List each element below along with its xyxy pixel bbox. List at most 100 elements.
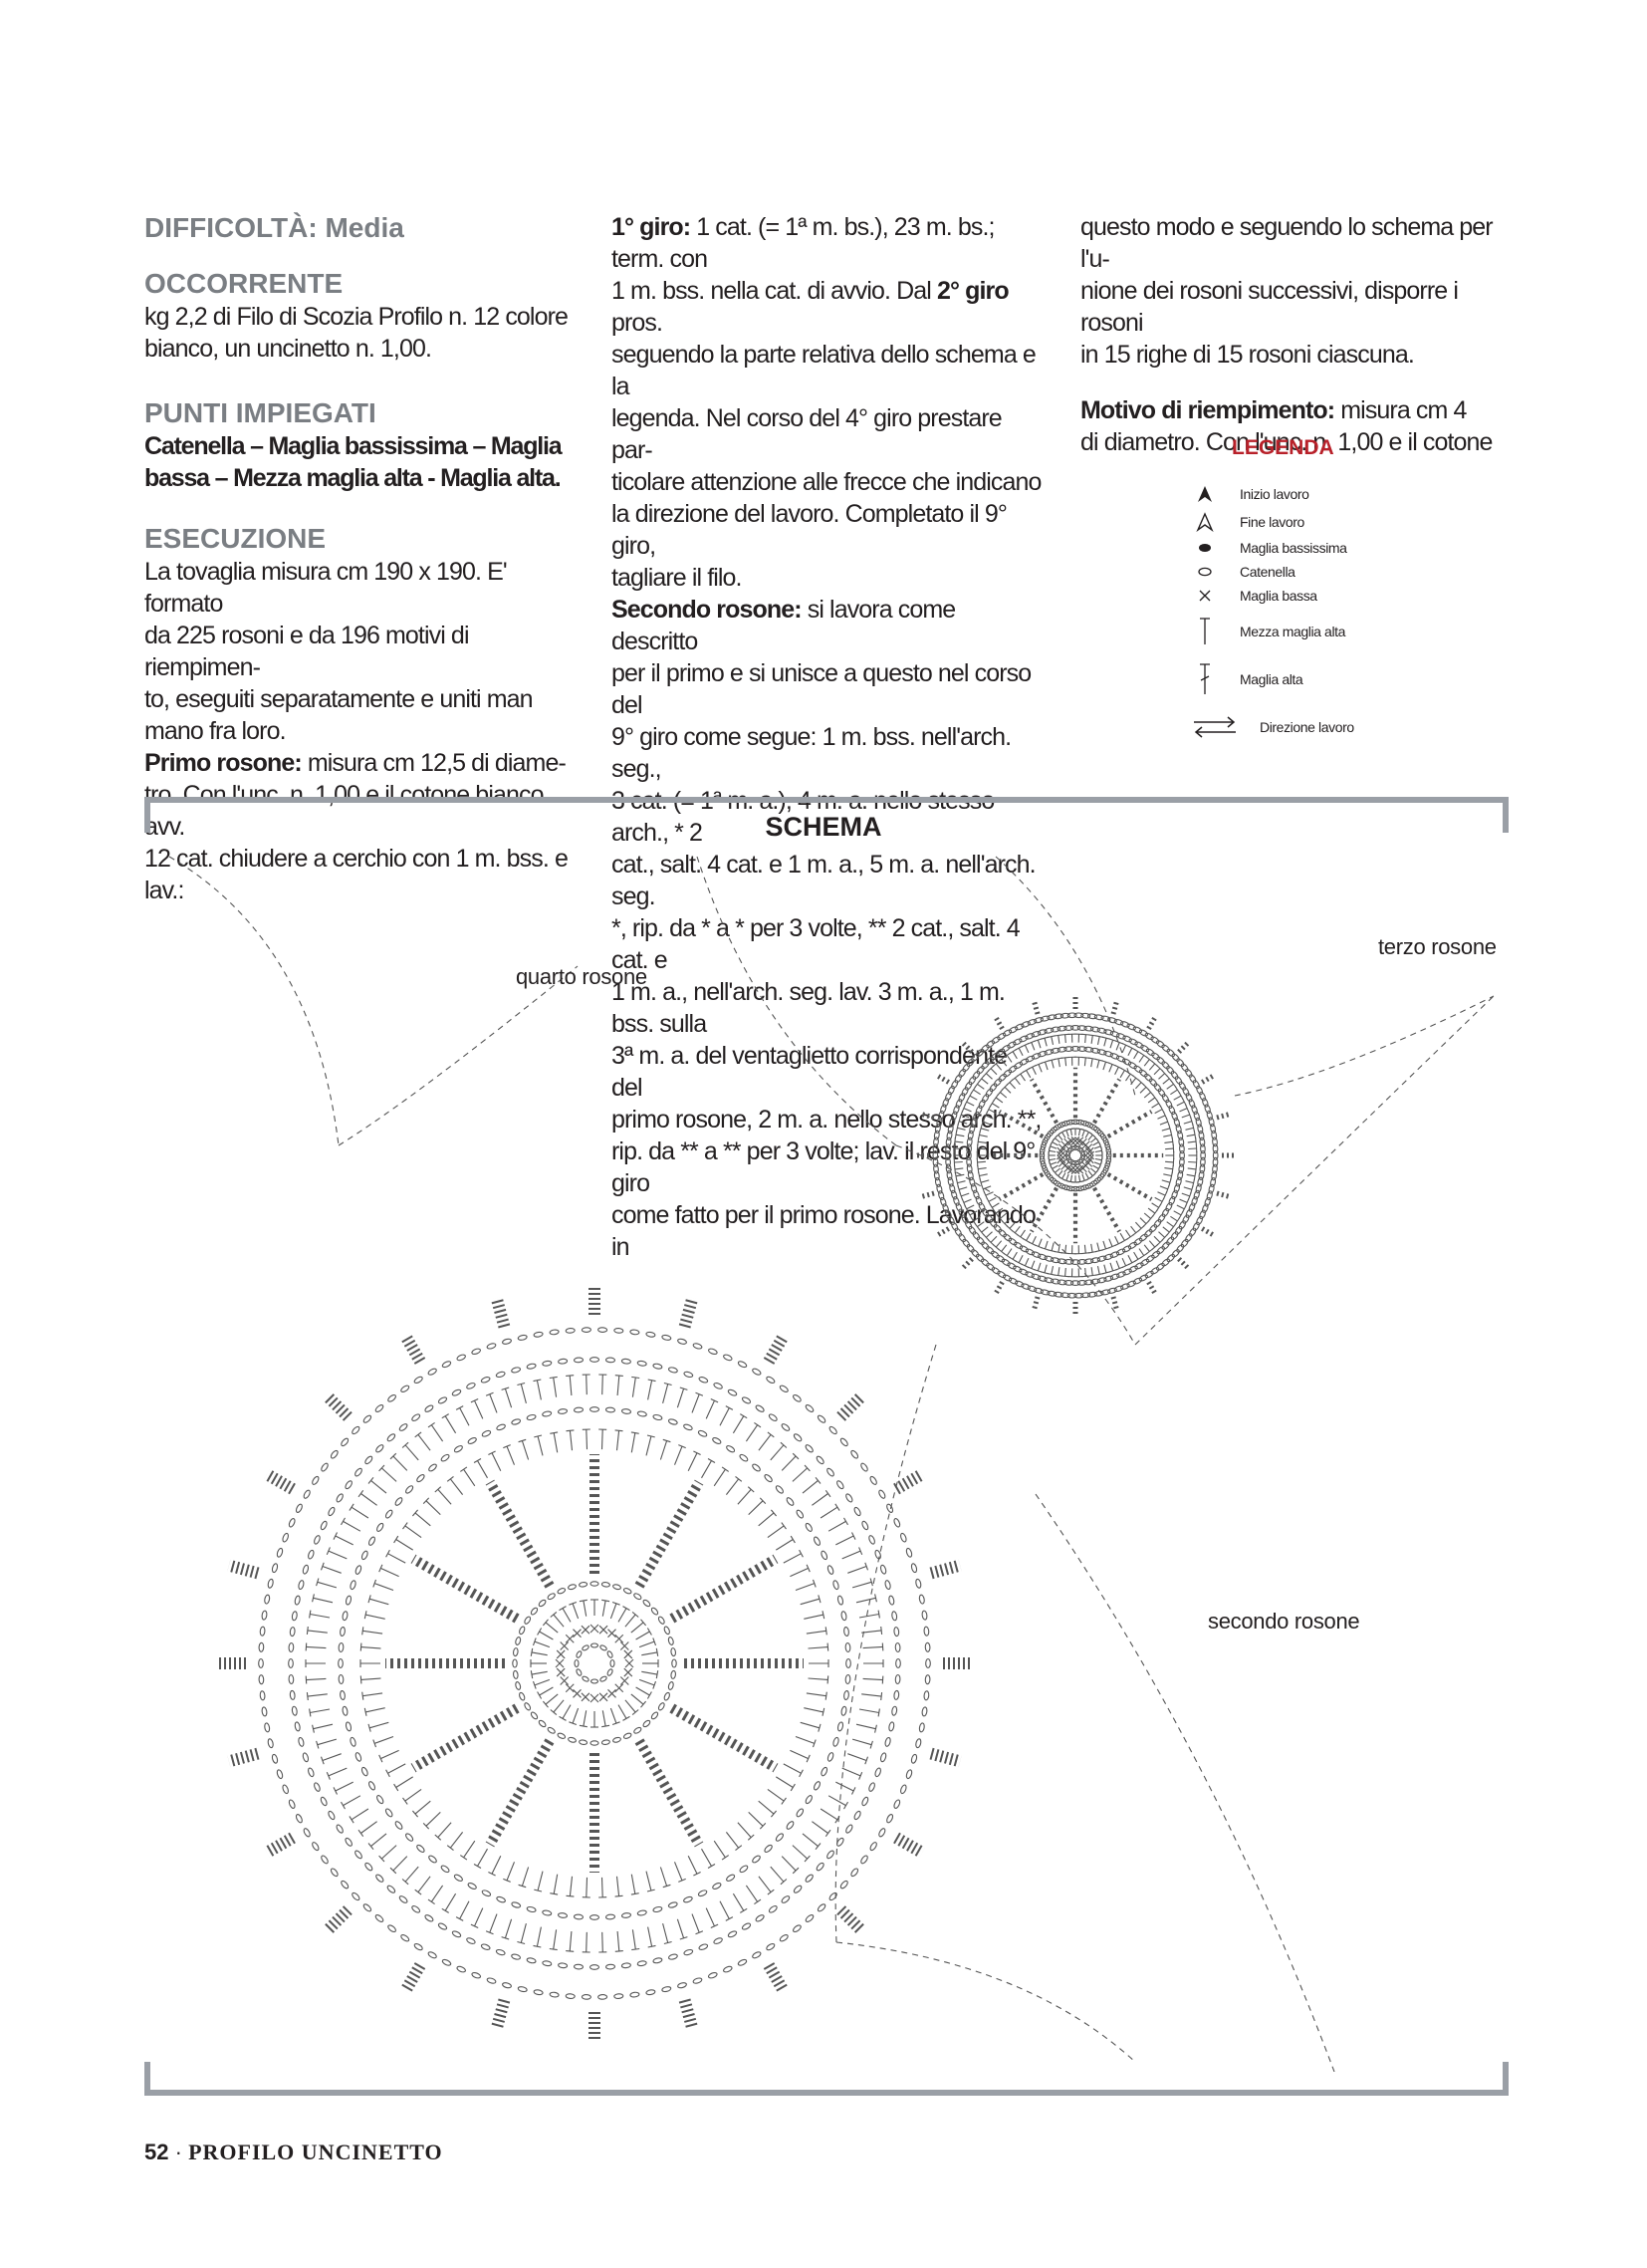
stitch-top [569,1721,578,1726]
stitch-top [1006,1225,1014,1232]
chain-stitch [1078,1147,1085,1155]
chain-stitch [341,1880,350,1890]
chain-stitch [966,1143,972,1154]
stitch-top [1162,1111,1168,1120]
stitch-post [360,1646,381,1649]
stitch-post [980,1179,990,1183]
chain-stitch [900,1532,907,1543]
stitch-top [790,1783,796,1792]
stitch-top [693,1450,701,1455]
chain-stitch [604,1963,616,1970]
chain-stitch [440,1453,450,1462]
stitch-top [1041,1060,1050,1064]
stitch-post [489,1393,498,1413]
chain-stitch [511,1953,522,1960]
stitch-post [1147,1207,1156,1214]
stitch-post [1094,1149,1102,1153]
stitch-post [1103,1264,1107,1273]
stitch-post [725,1832,740,1849]
stitch-post [1151,1202,1159,1208]
chain-stitch [832,1580,839,1591]
chain-stitch [1192,1221,1200,1231]
petal-stitches [1092,1186,1121,1233]
stitch-top [678,1878,686,1883]
stitch-top [747,1486,755,1493]
chain-stitch [836,1837,844,1847]
stitch-top [806,1564,811,1573]
stitch-post [370,1833,387,1848]
stitch-top [1120,1238,1129,1243]
stitch-top [815,1476,822,1484]
chain-stitch [302,1564,310,1575]
chain-stitch [954,1074,962,1084]
stitch-post [1004,1087,1012,1094]
secondo-rosone-label: Secondo rosone: [611,596,803,624]
text-line: 9° giro come segue: 1 m. bss. nell'arch.… [611,723,1012,783]
stitch-top [488,1450,496,1455]
chain-stitch [620,1912,632,1918]
stitch-post [713,1468,726,1487]
stitch-top [1108,1038,1117,1042]
stitch-top [434,1486,442,1493]
chain-stitch [1185,1208,1193,1218]
stitch-top [824,1691,827,1700]
chain-stitch [1067,1145,1075,1152]
chain-stitch [428,1855,437,1864]
stitch-top [1011,1229,1019,1236]
chain-stitch [530,1711,539,1720]
chain-stitch [844,1641,851,1653]
stitch-post [969,1210,978,1216]
chain-stitch [1015,1280,1025,1288]
text-line: legenda. Nel corso del 4° giro prestare … [611,404,1003,464]
stitch-top [874,1594,877,1603]
frame-bottom [144,2090,1509,2096]
stitch-top [305,1675,308,1684]
stitch-top [309,1610,312,1619]
chain-stitch [884,1736,891,1747]
stitch-top [1178,1211,1184,1219]
chain-stitch [1096,1027,1107,1034]
single-crochet-mark [619,1676,629,1685]
chain-stitch [1126,1023,1136,1031]
text-line: cat., salt. 4 cat. e 1 m. a., 5 m. a. ne… [611,851,1037,910]
chain-stitch [938,1110,945,1121]
chain-stitch [308,1549,315,1560]
fan-stitches [1201,1226,1215,1237]
chain-stitch [1128,1265,1138,1273]
stitch-top [532,1680,537,1689]
stitch-top [559,1715,567,1721]
text-line: *, rip. da * a * per 3 volte, ** 2 cat.,… [611,914,1021,974]
chain-stitch [1109,1251,1120,1258]
stitch-top [695,1391,704,1396]
stitch-top [566,1950,575,1952]
stitch-top [725,1405,734,1410]
chain-stitch [467,1882,477,1890]
chain-stitch [958,1233,966,1243]
chain-arch [1234,995,1495,1097]
chain-stitch [1063,1259,1074,1265]
stitch-post [313,1597,334,1604]
stitch-top [678,1444,686,1449]
stitch-top [1022,1238,1031,1243]
chain-stitch [1073,1292,1084,1299]
stitch-post [395,1776,413,1788]
chain-stitch [817,1903,826,1912]
stitch-top [1003,1252,1011,1259]
stitch-top [367,1595,371,1604]
single-crochet-mark [589,1624,599,1634]
stitch-post [1108,1238,1113,1247]
chain-stitch [766,1376,776,1385]
chain-stitch [951,1111,958,1122]
stitch-post [732,1892,745,1911]
stitch-post [1009,1221,1017,1229]
chain-stitch [1080,1012,1091,1019]
text-line: in 15 righe di 15 rosoni ciascuna. [1080,341,1415,369]
stitch-top [1170,1131,1173,1139]
stitch-post [539,1631,554,1640]
chain-stitch [1149,1078,1158,1087]
chain-stitch [781,1895,791,1903]
chain-stitch [845,1493,853,1503]
stitch-post [1094,1157,1102,1161]
text-line: Secondo rosone: si lavora come descritto [611,594,1042,657]
stitch-top [740,1907,748,1913]
